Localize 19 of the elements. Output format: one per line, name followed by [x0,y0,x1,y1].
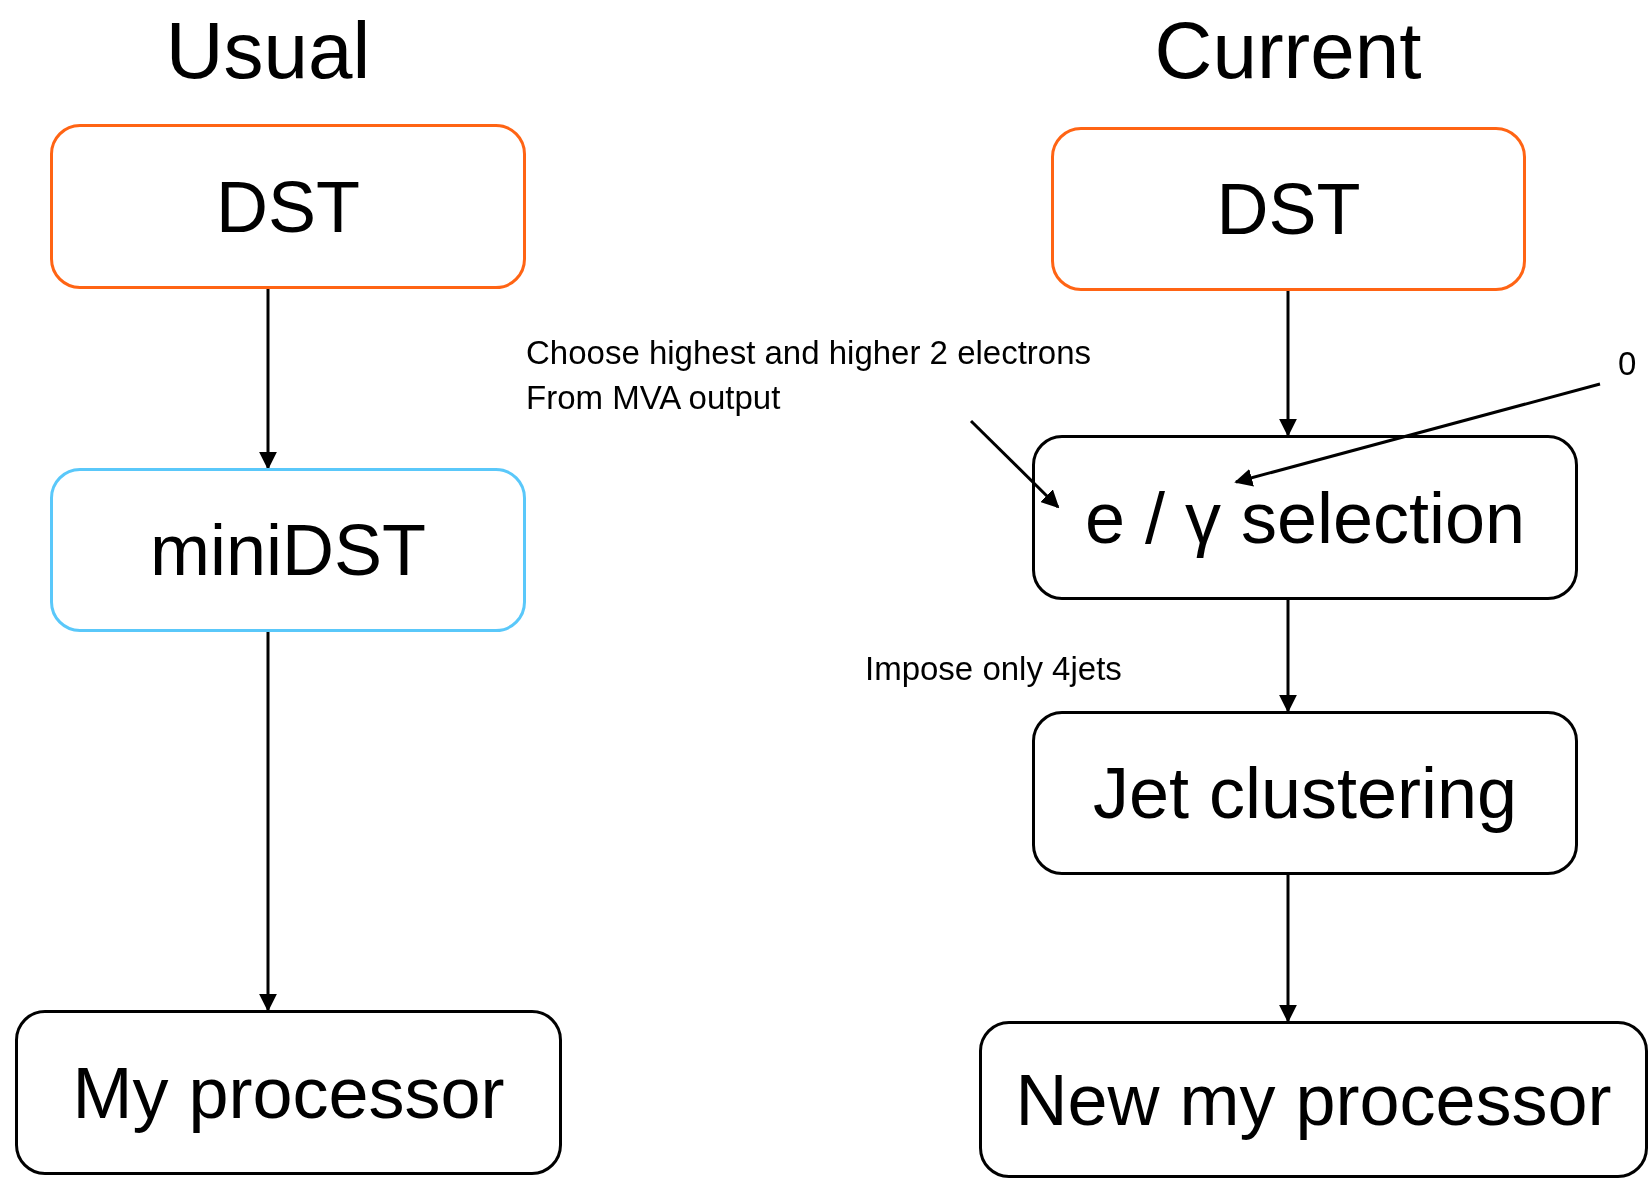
arrow [259,632,277,1012]
process-box: DST [50,124,526,289]
column-heading: Current [1154,5,1422,97]
arrow [1279,600,1297,713]
process-box: New my processor [979,1021,1648,1178]
process-box: Jet clustering [1032,711,1578,875]
process-box: e / γ selection [1032,435,1578,600]
arrow [1279,875,1297,1023]
annotation-text: 0 [1618,344,1648,384]
pointer-arrow [969,419,1060,509]
arrow [259,289,277,470]
note-text: Impose only 4jets [865,650,1122,688]
process-box: DST [1051,127,1526,291]
process-box: My processor [15,1010,562,1175]
annotation-text: Choose highest and higher 2 electrons From MVA output [526,331,1166,421]
arrow [1279,291,1297,437]
process-box: miniDST [50,468,526,632]
pointer-arrow [1234,382,1601,487]
column-heading: Usual [165,5,371,97]
